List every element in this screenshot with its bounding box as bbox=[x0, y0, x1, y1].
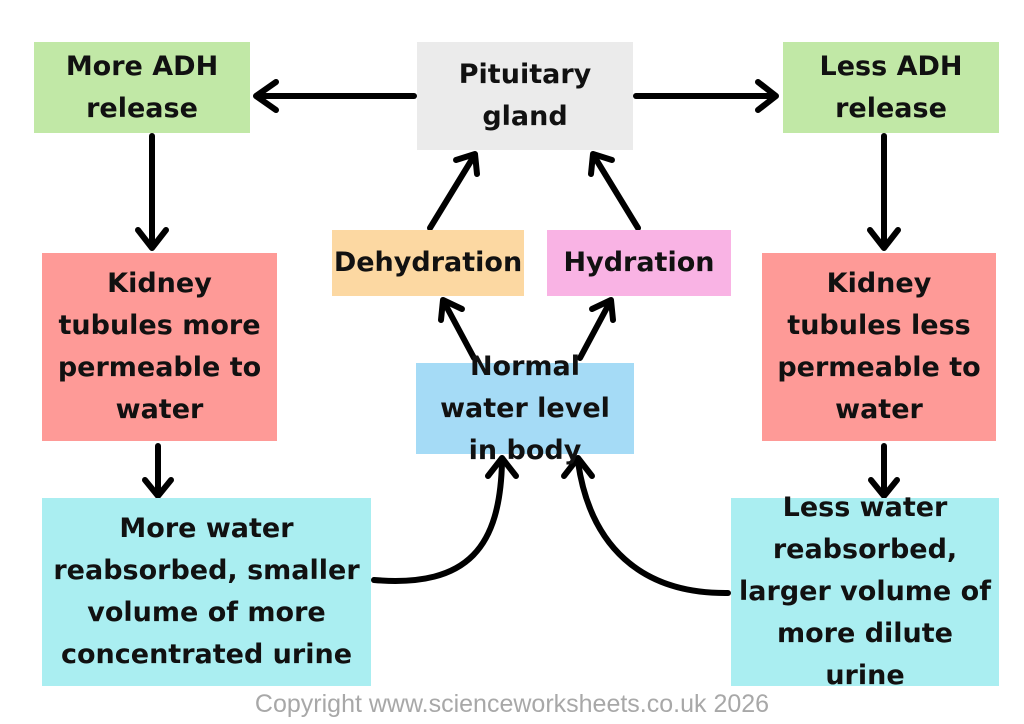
arrowhead-hydration bbox=[589, 297, 616, 323]
arrowhead-normal-right bbox=[561, 455, 595, 479]
kidney-more-permeable-box: Kidney tubules more permeable to water bbox=[42, 253, 277, 441]
more-water-reabsorbed-box: More water reabsorbed, smaller volume of… bbox=[42, 498, 371, 686]
arrow-normal-to-hydration bbox=[577, 299, 613, 361]
dehydration-box: Dehydration bbox=[332, 230, 524, 296]
kidney-more-permeable-label: Kidney tubules more permeable to water bbox=[57, 268, 262, 425]
pituitary-gland-box: Pituitary gland bbox=[417, 42, 633, 150]
arrowhead-less-adh bbox=[755, 79, 779, 113]
arrowhead-kidney-more bbox=[135, 227, 169, 251]
more-adh-release-box: More ADH release bbox=[34, 42, 250, 133]
less-adh-release-box: Less ADH release bbox=[783, 42, 999, 133]
arrowhead-less-water bbox=[868, 477, 900, 499]
copyright-notice: Copyright www.scienceworksheets.co.uk 20… bbox=[254, 690, 770, 718]
pituitary-gland-label: Pituitary gland bbox=[458, 59, 592, 132]
hydration-label: Hydration bbox=[563, 247, 715, 278]
less-adh-release-label: Less ADH release bbox=[819, 50, 963, 124]
more-water-reabsorbed-label: More water reabsorbed, smaller volume of… bbox=[53, 513, 360, 670]
kidney-less-permeable-label: Kidney tubules less permeable to water bbox=[777, 268, 981, 425]
arrowhead-pituitary-right bbox=[588, 151, 615, 177]
arrowhead-more-adh bbox=[253, 79, 279, 113]
less-water-reabsorbed-box: Less water reabsorbed, larger volume of … bbox=[731, 492, 999, 691]
arrowhead-more-water bbox=[142, 477, 174, 499]
less-water-reabsorbed-label: Less water reabsorbed, larger volume of … bbox=[739, 492, 991, 691]
arrow-normal-to-dehydration bbox=[441, 299, 477, 361]
arrow-dehydration-to-pituitary bbox=[427, 153, 477, 231]
arrowhead-kidney-less bbox=[867, 227, 901, 251]
arrow-hydration-to-pituitary bbox=[591, 153, 641, 231]
kidney-less-permeable-box: Kidney tubules less permeable to water bbox=[762, 253, 996, 441]
arrow-less-water-to-normal bbox=[575, 459, 731, 597]
arrowhead-pituitary-left bbox=[453, 151, 480, 177]
more-adh-release-label: More ADH release bbox=[65, 50, 219, 124]
arrowhead-normal-left bbox=[485, 455, 519, 479]
normal-water-level-box: Normal water level in body bbox=[416, 351, 634, 466]
arrow-more-water-to-normal bbox=[371, 459, 505, 584]
hydration-box: Hydration bbox=[547, 230, 731, 296]
normal-water-level-label: Normal water level in body bbox=[440, 350, 610, 466]
dehydration-label: Dehydration bbox=[333, 247, 523, 278]
arrowhead-dehydration bbox=[438, 297, 465, 323]
